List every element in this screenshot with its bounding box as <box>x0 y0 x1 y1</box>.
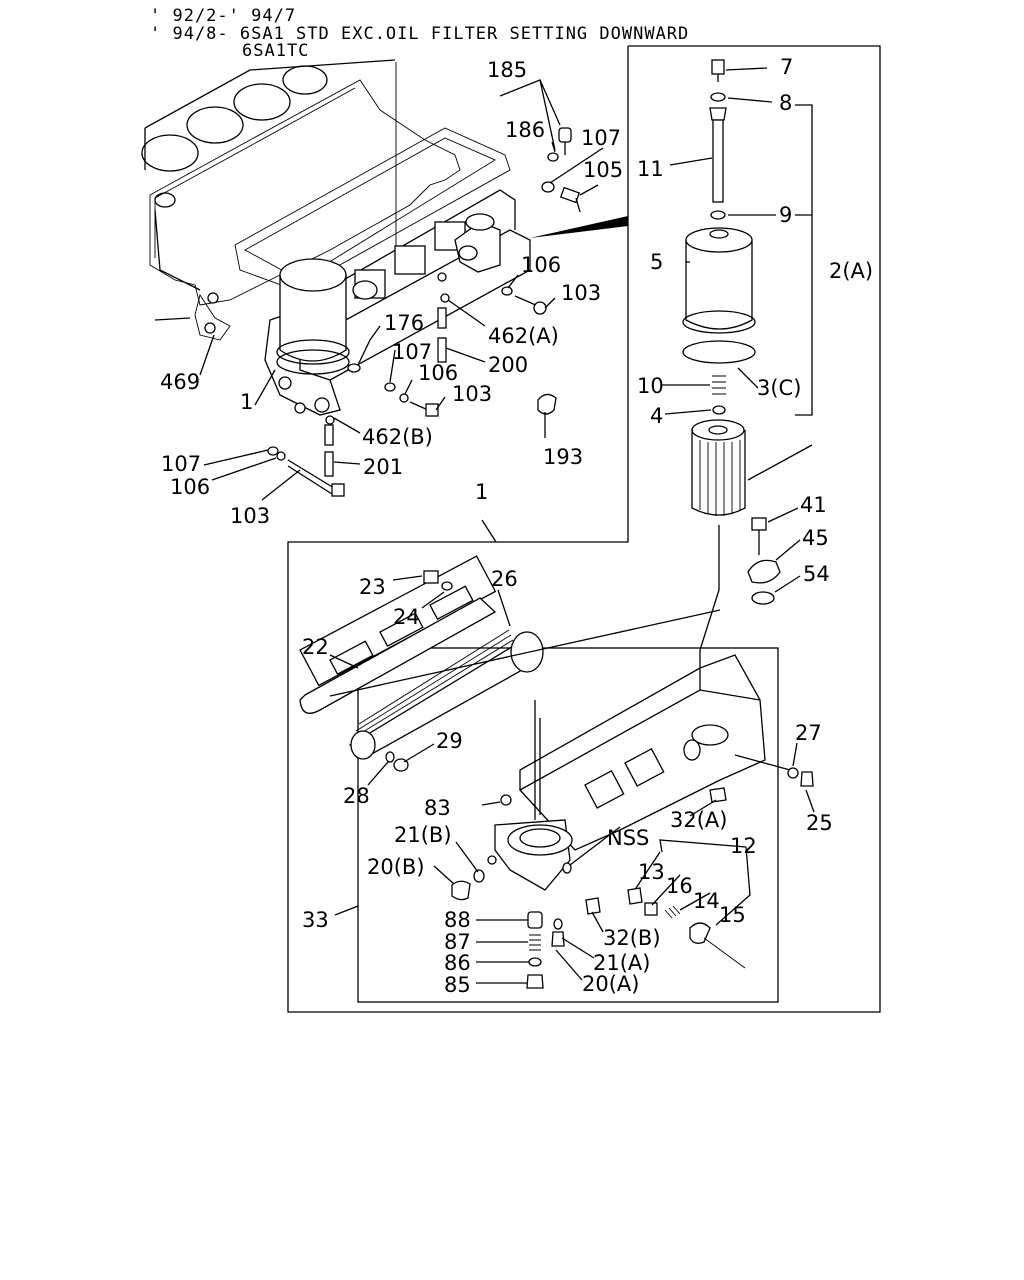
label-106: 106 <box>170 475 210 499</box>
label-107: 107 <box>161 452 201 476</box>
label-11: 11 <box>637 157 664 181</box>
label-462a: 462(A) <box>488 324 559 348</box>
label-469: 469 <box>160 370 200 394</box>
label-33: 33 <box>302 908 329 932</box>
leader-2a-filter <box>747 444 813 481</box>
label-106: 106 <box>521 253 561 277</box>
label-20b: 20(B) <box>367 855 425 879</box>
label-107: 107 <box>581 126 621 150</box>
label-54: 54 <box>803 562 830 586</box>
label-41: 41 <box>800 493 827 517</box>
label-103: 103 <box>230 504 270 528</box>
label-29: 29 <box>436 729 463 753</box>
label-5: 5 <box>650 250 663 274</box>
label-13: 13 <box>638 860 665 884</box>
label-32a: 32(A) <box>670 808 727 832</box>
label-27: 27 <box>795 721 822 745</box>
label-45: 45 <box>802 526 829 550</box>
label-1: 1 <box>240 390 253 414</box>
valve-parts <box>526 718 814 989</box>
label-186: 186 <box>505 118 545 142</box>
cover-plate-parts <box>747 517 781 605</box>
label-85: 85 <box>444 973 471 997</box>
filter-stack <box>682 59 756 720</box>
label-25: 25 <box>806 811 833 835</box>
label-83: 83 <box>424 796 451 820</box>
label-23: 23 <box>359 575 386 599</box>
label-15: 15 <box>719 903 746 927</box>
label-86: 86 <box>444 951 471 975</box>
label-9: 9 <box>779 203 792 227</box>
label-7: 7 <box>780 55 793 79</box>
label-22: 22 <box>302 635 329 659</box>
label-24: 24 <box>393 605 420 629</box>
cooler-element <box>299 555 544 772</box>
label-200: 200 <box>488 353 528 377</box>
label-10: 10 <box>637 374 664 398</box>
label-105: 105 <box>583 158 623 182</box>
header-line-1: ' 92/2-' 94/7 <box>150 6 297 26</box>
label-14: 14 <box>693 889 720 913</box>
engine-block <box>141 59 396 321</box>
outer-frame <box>287 45 881 1013</box>
assembly-33-frame <box>357 647 779 1003</box>
label-20a: 20(A) <box>582 972 639 996</box>
label-201: 201 <box>363 455 403 479</box>
part-labels: 185 186 107 105 106 103 462(A) 200 176 1… <box>160 55 873 997</box>
label-87: 87 <box>444 930 471 954</box>
bracket-2a <box>795 104 813 416</box>
cover-gasket <box>149 62 461 341</box>
header-line-3: 6SA1TC <box>242 41 310 61</box>
label-8: 8 <box>779 91 792 115</box>
label-88: 88 <box>444 908 471 932</box>
label-185: 185 <box>487 58 527 82</box>
oil-cooler-housing <box>451 654 766 915</box>
label-26: 26 <box>491 567 518 591</box>
label-21a: 21(A) <box>593 951 650 975</box>
label-176: 176 <box>384 311 424 335</box>
label-21b: 21(B) <box>394 823 452 847</box>
label-462b: 462(B) <box>362 425 433 449</box>
leader-element-54 <box>329 609 721 697</box>
label-106: 106 <box>418 361 458 385</box>
label-32b: 32(B) <box>603 926 661 950</box>
label-193: 193 <box>543 445 583 469</box>
label-28: 28 <box>343 784 370 808</box>
label-4: 4 <box>650 404 663 428</box>
frame-pointer <box>530 216 628 238</box>
label-2a: 2(A) <box>829 259 873 283</box>
upper-fasteners <box>267 127 581 497</box>
label-16: 16 <box>666 874 693 898</box>
label-107: 107 <box>392 340 432 364</box>
label-3c: 3(C) <box>757 376 801 400</box>
oil-cooler-assembly <box>264 189 531 416</box>
label-nss: NSS <box>607 826 649 850</box>
label-1: 1 <box>475 480 488 504</box>
header-line-2: ' 94/8- 6SA1 STD EXC.OIL FILTER SETTING … <box>150 24 690 44</box>
label-103: 103 <box>561 281 601 305</box>
label-103: 103 <box>452 382 492 406</box>
label-leaders <box>199 67 815 984</box>
label-12: 12 <box>730 834 757 858</box>
